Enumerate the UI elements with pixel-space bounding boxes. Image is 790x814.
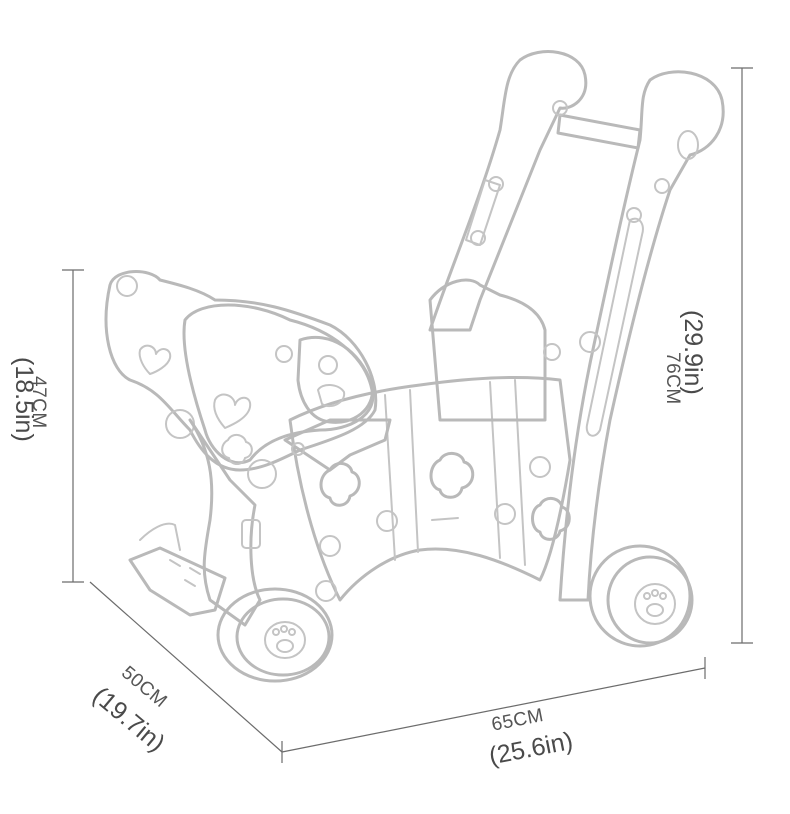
dimension-line-height-47 xyxy=(62,269,84,583)
handle-frame xyxy=(428,50,725,602)
walker-body xyxy=(288,278,601,602)
dimension-label-height-47-in: (18.5in) xyxy=(10,357,38,442)
front-wheel xyxy=(216,587,334,683)
front-base-panel xyxy=(128,418,262,627)
dog-head-panel xyxy=(104,270,392,489)
rear-wheel xyxy=(588,544,694,648)
dimension-line-depth-50 xyxy=(89,581,283,753)
dimension-line-height-76 xyxy=(731,67,753,644)
dimension-line-length-65 xyxy=(281,657,706,763)
dimension-label-height-76-in: (29.9in) xyxy=(679,310,707,395)
